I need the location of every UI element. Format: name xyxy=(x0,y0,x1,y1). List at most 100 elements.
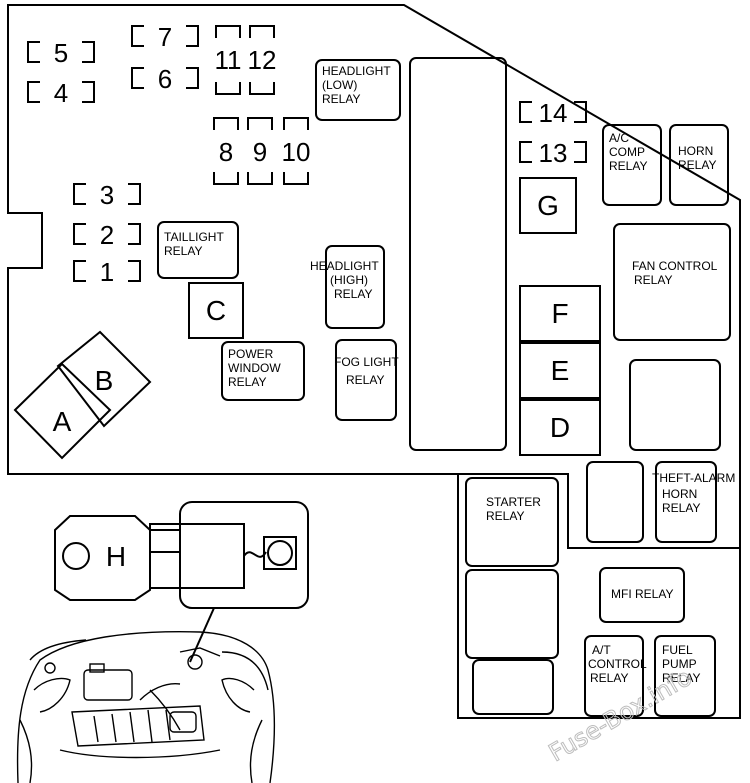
fuse-slot-10 xyxy=(283,117,309,185)
fuse-slot-11 xyxy=(215,25,241,95)
svg-text:A/T: A/T xyxy=(592,643,611,657)
power-window-relay-label: POWER WINDOW RELAY xyxy=(228,347,281,389)
block-d-label: D xyxy=(550,412,570,443)
at-control-relay-box xyxy=(584,635,644,717)
theft-alarm-horn-relay-box xyxy=(655,461,717,543)
svg-text:RELAY: RELAY xyxy=(322,92,360,106)
taillight-relay-box xyxy=(157,221,239,279)
block-g-label: G xyxy=(537,190,559,221)
fusible-link-wire xyxy=(243,551,267,558)
fuse-slot-8 xyxy=(213,117,239,185)
block-c-label: C xyxy=(206,295,226,326)
svg-text:MFI RELAY: MFI RELAY xyxy=(611,587,673,601)
svg-text:PUMP: PUMP xyxy=(662,657,697,671)
fuse-slot-14 xyxy=(519,101,587,123)
unlabeled-relay-box-1 xyxy=(629,359,721,451)
block-a-label: A xyxy=(53,406,72,437)
block-g-box xyxy=(519,177,577,234)
fuse-slot-4 xyxy=(27,81,95,103)
fuse-8-label: 8 xyxy=(219,137,233,167)
svg-text:RELAY: RELAY xyxy=(634,273,672,287)
power-window-relay-box xyxy=(221,341,305,401)
svg-text:FUEL: FUEL xyxy=(662,643,693,657)
starter-relay-label: STARTER RELAY xyxy=(486,495,541,523)
unlabeled-relay-box-2 xyxy=(586,461,644,543)
svg-text:STARTER: STARTER xyxy=(486,495,541,509)
fuse-14-label: 14 xyxy=(539,98,568,128)
svg-text:RELAY: RELAY xyxy=(334,287,372,301)
block-h-label: H xyxy=(106,541,126,572)
mfi-relay-label: MFI RELAY xyxy=(611,587,673,601)
horn-relay-box xyxy=(669,124,729,206)
headlight-low-relay-box xyxy=(315,59,401,121)
horn-relay-label: HORN RELAY xyxy=(678,144,716,172)
fuel-pump-relay-label: FUEL PUMP RELAY xyxy=(662,643,700,685)
svg-text:A/C: A/C xyxy=(609,131,629,145)
fuse-slot-3 xyxy=(73,183,141,205)
fuse-9-label: 9 xyxy=(253,137,267,167)
fan-control-relay-label: FAN CONTROL RELAY xyxy=(632,259,718,287)
fusible-link-h xyxy=(54,515,181,601)
svg-text:(LOW): (LOW) xyxy=(322,78,357,92)
fuse-5-label: 5 xyxy=(54,38,68,68)
svg-text:(HIGH): (HIGH) xyxy=(330,273,368,287)
fuse-6-label: 6 xyxy=(158,64,172,94)
fan-control-relay-box xyxy=(613,223,731,341)
fuse-slot-2 xyxy=(73,223,141,245)
unlabeled-relay-box-3 xyxy=(465,569,559,659)
fuse-box-outline xyxy=(7,4,741,549)
fuse-4-label: 4 xyxy=(54,78,68,108)
fuse-10-label: 10 xyxy=(282,137,311,167)
at-control-relay-label: A/T CONTROL RELAY xyxy=(588,643,647,685)
svg-text:TAILLIGHT: TAILLIGHT xyxy=(164,230,224,244)
fusible-link-terminal-bolt xyxy=(267,540,293,566)
fusible-link-h-hole xyxy=(62,542,90,570)
fuse-11-label: 11 xyxy=(215,45,242,75)
svg-text:HORN: HORN xyxy=(678,144,713,158)
svg-text:RELAY: RELAY xyxy=(678,158,716,172)
fuel-pump-relay-box xyxy=(654,635,716,717)
svg-text:RELAY: RELAY xyxy=(590,671,628,685)
fusible-link-terminal xyxy=(263,536,297,570)
fuse-slot-5 xyxy=(27,41,95,63)
ac-comp-relay-label: A/C COMP RELAY xyxy=(609,131,647,173)
svg-text:CONTROL: CONTROL xyxy=(588,657,647,671)
svg-text:WINDOW: WINDOW xyxy=(228,361,281,375)
block-f-label: F xyxy=(551,298,568,329)
svg-text:RELAY: RELAY xyxy=(486,509,524,523)
fuse-7-label: 7 xyxy=(158,22,172,52)
fuse-slot-6 xyxy=(131,67,199,89)
fog-light-relay-box xyxy=(335,339,397,421)
svg-text:THEFT-ALARM: THEFT-ALARM xyxy=(652,471,735,485)
svg-text:RELAY: RELAY xyxy=(346,373,384,387)
detail-leader xyxy=(189,607,215,663)
mfi-relay-box xyxy=(599,567,685,623)
block-b-label: B xyxy=(95,365,114,396)
block-e-box xyxy=(519,342,601,399)
theft-alarm-horn-relay-label: THEFT-ALARM HORN RELAY xyxy=(652,471,735,515)
fuse-slot-13 xyxy=(519,141,587,163)
large-tall-unit xyxy=(409,57,507,451)
fuse-12-label: 12 xyxy=(248,45,277,75)
starter-relay-box xyxy=(465,477,559,567)
svg-text:RELAY: RELAY xyxy=(662,671,700,685)
svg-text:RELAY: RELAY xyxy=(609,159,647,173)
block-b-box xyxy=(56,330,152,428)
fusible-link-body xyxy=(149,523,245,589)
fusible-link-detail-frame xyxy=(179,501,309,609)
headlight-high-relay-label: HEADLIGHT (HIGH) RELAY xyxy=(310,259,379,301)
svg-text:RELAY: RELAY xyxy=(164,244,202,258)
fuse-slot-12 xyxy=(249,25,275,95)
fuse-1-label: 1 xyxy=(100,257,114,287)
svg-text:FAN CONTROL: FAN CONTROL xyxy=(632,259,718,273)
lower-relay-box-outline xyxy=(457,474,741,719)
taillight-relay-label: TAILLIGHT RELAY xyxy=(164,230,224,258)
fuse-slot-7 xyxy=(131,25,199,47)
svg-text:FOG LIGHT: FOG LIGHT xyxy=(334,355,399,369)
unlabeled-relay-box-4 xyxy=(472,659,554,715)
svg-text:POWER: POWER xyxy=(228,347,274,361)
block-f-box xyxy=(519,285,601,342)
block-a-box xyxy=(13,362,112,460)
ac-comp-relay-box xyxy=(602,124,662,206)
